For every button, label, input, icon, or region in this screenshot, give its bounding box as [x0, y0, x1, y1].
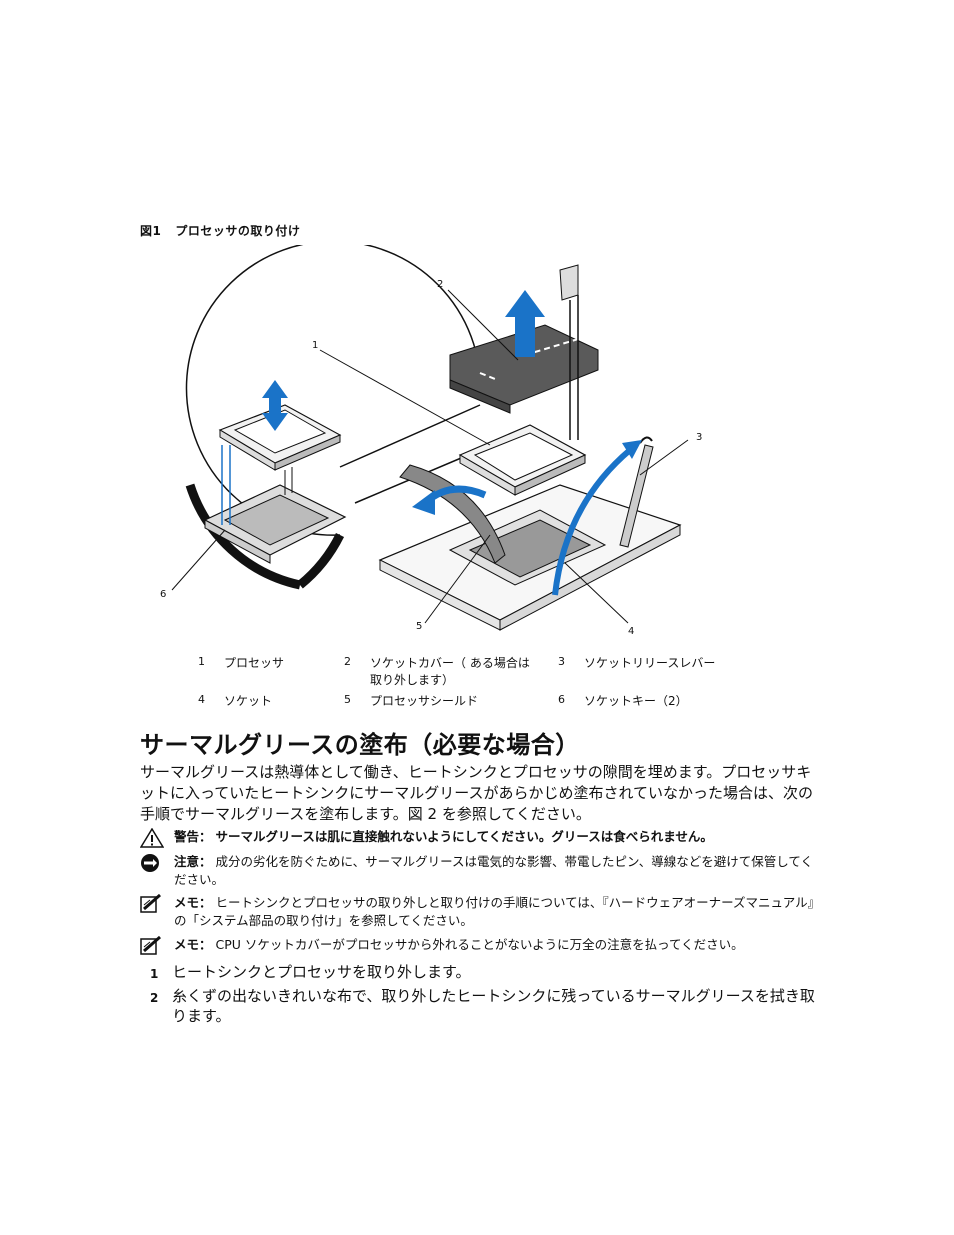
legend-label: ソケット	[224, 694, 273, 708]
step-item: 1 ヒートシンクとプロセッサを取り外します。	[140, 962, 820, 984]
legend-item: 2 ソケットカバー（ ある場合は取り外します）	[344, 655, 530, 689]
step-number: 2	[150, 991, 159, 1005]
note-text: サーマルグリースは肌に直接触れないようにしてください。グリースは食べられません。	[215, 829, 713, 844]
figure-title: プロセッサの取り付け	[175, 224, 301, 238]
note-label: メモ：	[174, 895, 212, 910]
legend-label: プロセッサ	[224, 656, 285, 670]
legend-number: 1	[198, 655, 205, 668]
memo-icon	[140, 893, 174, 930]
step-text: ヒートシンクとプロセッサを取り外します。	[172, 963, 471, 981]
legend-item: 4 ソケット	[198, 693, 394, 710]
legend-label: ソケットキー（2）	[584, 694, 688, 708]
note-text: CPU ソケットカバーがプロセッサから外れることがないように万全の注意を払ってく…	[215, 937, 744, 952]
callout-6: 6	[160, 589, 166, 600]
figure-number: 図1	[140, 224, 162, 238]
step-number: 1	[150, 967, 159, 981]
legend-label: プロセッサシールド	[370, 694, 479, 708]
legend-number: 6	[558, 693, 565, 706]
intro-paragraph: サーマルグリースは熱導体として働き、ヒートシンクとプロセッサの隙間を埋めます。プ…	[140, 763, 814, 823]
note-text: 成分の劣化を防ぐために、サーマルグリースは電気的な影響、帯電したピン、導線などを…	[174, 854, 814, 887]
inset-magnifier	[185, 245, 482, 590]
callout-numbers: 1 2 3 4 5 6	[160, 279, 702, 637]
up-arrow-icon	[505, 290, 545, 357]
note-label: 警告：	[174, 829, 212, 844]
callout-3: 3	[696, 432, 702, 443]
callout-5: 5	[416, 621, 422, 632]
figure-caption: 図1 プロセッサの取り付け	[140, 222, 300, 239]
note-text: ヒートシンクとプロセッサの取り外しと取り付けの手順については、『ハードウェアオー…	[174, 895, 814, 928]
legend-item: 5 プロセッサシールド	[344, 693, 540, 710]
socket-cover	[449, 264, 599, 440]
legend-label: ソケットリリースレバー	[584, 656, 716, 670]
memo-icon	[140, 935, 174, 961]
legend-item: 1 プロセッサ	[198, 655, 394, 672]
callout-4: 4	[628, 626, 634, 637]
warning-note: 警告：サーマルグリースは肌に直接触れないようにしてください。グリースは食べられま…	[139, 827, 820, 853]
step-item: 2 糸くずの出ないきれいな布で、取り外したヒートシンクに残っているサーマルグリー…	[140, 986, 820, 1026]
step-text: 糸くずの出ないきれいな布で、取り外したヒートシンクに残っているサーマルグリースを…	[172, 987, 815, 1025]
up-down-arrow-icon	[262, 380, 288, 431]
caution-note: 注意：成分の劣化を防ぐために、サーマルグリースは電気的な影響、帯電したピン、導線…	[140, 853, 820, 889]
caution-icon	[140, 853, 174, 889]
legend-number: 4	[198, 693, 205, 706]
note-label: 注意：	[174, 854, 212, 869]
warning-icon	[139, 827, 174, 853]
memo-note: メモ：ヒートシンクとプロセッサの取り外しと取り付けの手順については、『ハードウェ…	[140, 893, 820, 930]
legend-number: 3	[558, 655, 565, 668]
legend-number: 5	[344, 693, 351, 706]
legend-item: 3 ソケットリリースレバー	[558, 655, 754, 672]
legend-item: 6 ソケットキー（2）	[558, 693, 754, 710]
processor-installation-illustration: 1 2 3 4 5 6	[160, 245, 702, 637]
section-heading: サーマルグリースの塗布（必要な場合）	[140, 731, 580, 759]
note-label: メモ：	[174, 937, 212, 952]
processor	[458, 424, 587, 496]
callout-2: 2	[437, 279, 443, 290]
socket-assembly	[378, 436, 682, 631]
legend-number: 2	[344, 655, 351, 668]
legend-label: ソケットカバー（ ある場合は取り外します）	[370, 656, 530, 687]
callout-leaders	[171, 289, 689, 624]
callout-1: 1	[312, 340, 318, 351]
memo-note: メモ：CPU ソケットカバーがプロセッサから外れることがないように万全の注意を払…	[140, 935, 820, 961]
